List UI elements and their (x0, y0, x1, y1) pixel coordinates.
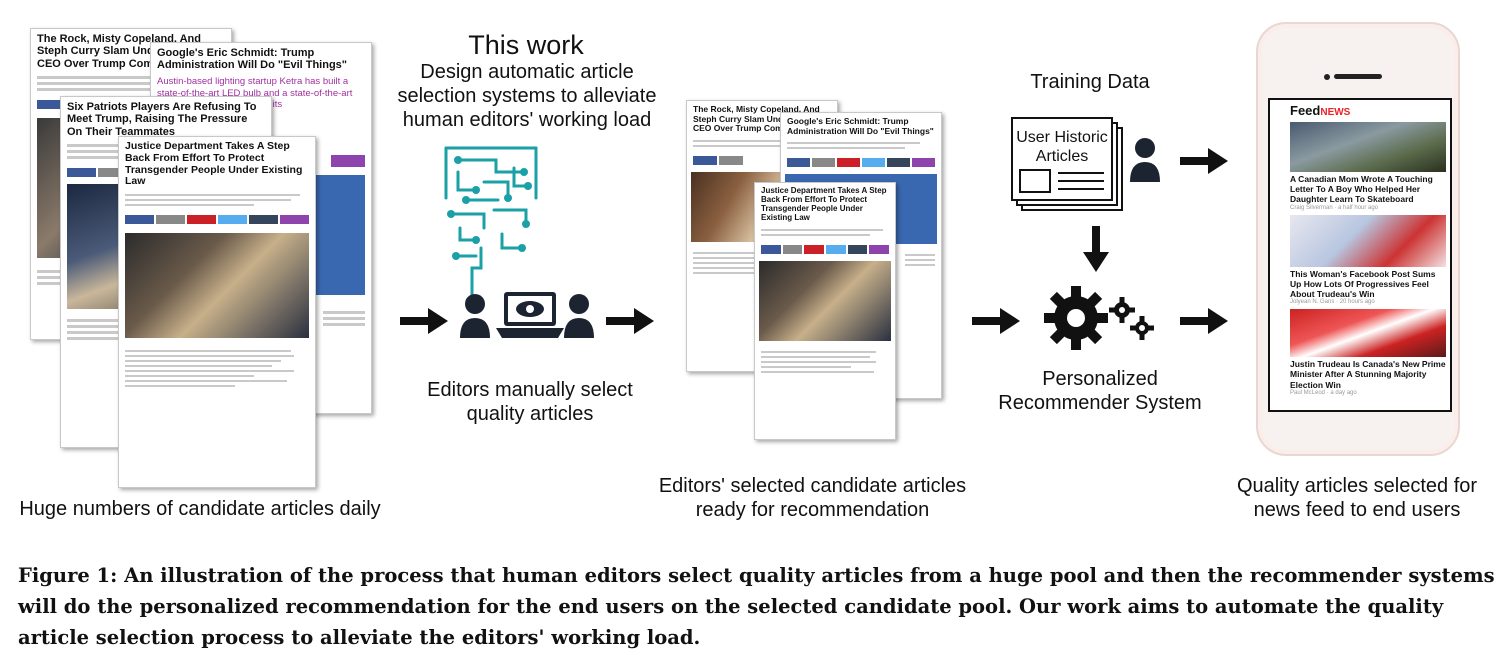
label-quality-selected: Quality articles selected for news feed … (1236, 475, 1478, 521)
feed-item[interactable]: Justin Trudeau Is Canada's New Prime Min… (1270, 305, 1450, 396)
phone-frame: FeedNEWS A Canadian Mom Wrote A Touching… (1256, 22, 1460, 456)
feed-item-title[interactable]: Justin Trudeau Is Canada's New Prime Min… (1290, 359, 1446, 390)
this-work-title: This work (468, 30, 584, 60)
feed-item-meta: Jolyean N. Gans · 20 hours ago (1290, 299, 1375, 306)
feed-item-title[interactable]: A Canadian Mom Wrote A Touching Letter T… (1290, 174, 1433, 205)
feed-item[interactable]: A Canadian Mom Wrote A Touching Letter T… (1270, 122, 1450, 211)
gears-icon (1044, 286, 1154, 350)
document-stack-icon (1011, 117, 1123, 211)
label-personalized: Personalized Recommender System (998, 368, 1202, 414)
article-title: Justice Department Takes A Step Back Fro… (125, 140, 303, 188)
this-work-description: Design automatic article selection syste… (397, 61, 657, 131)
phone-screen: FeedNEWS A Canadian Mom Wrote A Touching… (1268, 98, 1452, 412)
label-editors-selected: Editors' selected candidate articles rea… (658, 475, 967, 521)
article-card-justice: Justice Department Takes A Step Back Fro… (118, 136, 316, 488)
user-person-icon (1130, 138, 1160, 182)
arrow-right-icon (972, 308, 1020, 334)
article-title: Google's Eric Schmidt: Trump Administrat… (157, 47, 348, 72)
arrow-right-icon (1180, 148, 1228, 174)
feed-logo: FeedNEWS (1290, 103, 1351, 119)
feed-item-title[interactable]: This Woman's Facebook Post Sums Up How L… (1290, 268, 1436, 299)
arrow-down-icon (1083, 226, 1109, 272)
laptop-eye-icon (496, 292, 564, 338)
article-title: Six Patriots Players Are Refusing To Mee… (67, 101, 257, 138)
feed-item-meta: Paul McLeod · a day ago (1290, 389, 1357, 396)
arrow-right-icon (1180, 308, 1228, 334)
label-user-historic: User Historic Articles (1016, 129, 1108, 165)
arrow-right-icon (606, 308, 654, 334)
figure-caption: Figure 1: An illustration of the process… (18, 564, 1495, 649)
article-title: Google's Eric Schmidt: Trump Administrat… (787, 116, 934, 136)
phone-speaker (1334, 74, 1382, 79)
selected-card-justice: Justice Department Takes A Step Back Fro… (754, 182, 896, 440)
circuit-brain-icon (444, 146, 538, 308)
article-title: Justice Department Takes A Step Back Fro… (761, 186, 887, 222)
phone-camera (1324, 74, 1330, 80)
article-title: The Rock, Misty Copeland, And Steph Curr… (693, 104, 824, 134)
label-huge-numbers: Huge numbers of candidate articles daily (19, 498, 381, 520)
label-training-data: Training Data (1030, 71, 1150, 93)
arrow-right-icon (400, 308, 448, 334)
editor-person-icon (460, 294, 490, 338)
editor-person-icon (564, 294, 594, 338)
feed-item-meta: Craig Silverman · a half hour ago (1290, 204, 1379, 211)
label-editors-manual: Editors manually select quality articles (427, 379, 633, 425)
feed-item[interactable]: This Woman's Facebook Post Sums Up How L… (1270, 211, 1450, 306)
